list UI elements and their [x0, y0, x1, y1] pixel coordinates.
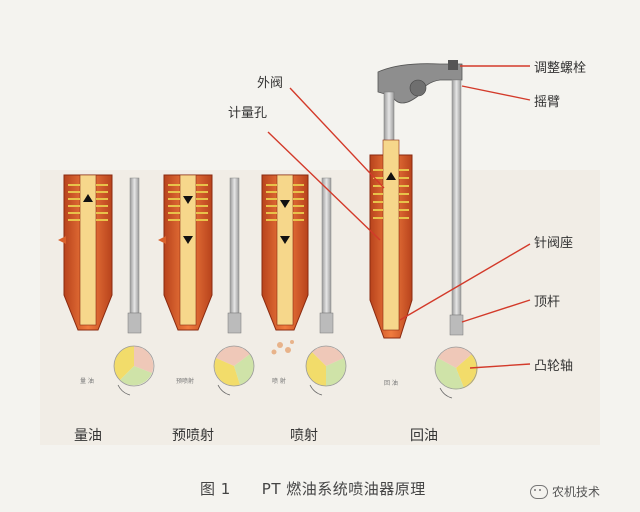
- callout-rocker-arm: 摇臂: [534, 95, 561, 110]
- injector-pre-injection: [158, 174, 255, 387]
- callout-outer-valve: 外阀: [257, 76, 284, 91]
- stage-note-3: 喷 射: [272, 378, 286, 385]
- injector-injection: [261, 174, 347, 387]
- stage-label-metering: 量油: [74, 428, 102, 444]
- watermark: 农机技术: [530, 483, 600, 500]
- stage-note-4: 回 油: [384, 380, 398, 387]
- injector-metering: [58, 174, 155, 387]
- injector-return: [369, 60, 478, 390]
- callout-push-rod: 顶杆: [534, 295, 561, 310]
- stage-label-return: 回油: [410, 428, 438, 444]
- cam-3: [305, 345, 347, 387]
- cam-4: [434, 346, 478, 390]
- callout-adjust-screw: 调整螺栓: [534, 61, 587, 76]
- stage-label-injection: 喷射: [290, 428, 318, 444]
- callout-metering-orifice: 计量孔: [228, 106, 268, 121]
- stage-label-pre-injection: 预喷射: [172, 428, 214, 444]
- leader-lines: [267, 65, 531, 369]
- cam-2: [213, 345, 255, 387]
- callout-camshaft: 凸轮轴: [534, 359, 574, 374]
- stage-note-2: 预喷射: [176, 378, 195, 385]
- stage-note-1: 量 油: [80, 378, 94, 385]
- cam-1: [113, 345, 155, 387]
- direction-arrow-icon: [117, 384, 453, 399]
- spray-icon: [271, 340, 294, 355]
- figure-caption: 图 1 PT 燃油系统喷油器原理: [200, 480, 426, 498]
- watermark-text: 农机技术: [552, 485, 601, 499]
- callout-needle-seat: 针阀座: [534, 236, 574, 251]
- wechat-icon: [530, 484, 548, 499]
